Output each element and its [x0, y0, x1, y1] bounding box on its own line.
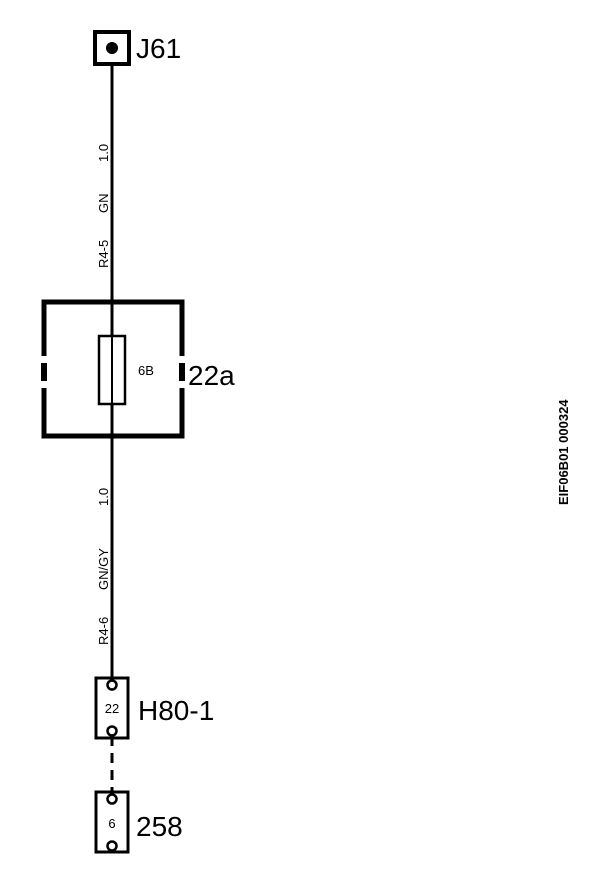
fuse-box-left-dash [41, 363, 47, 381]
connector-258 [94, 790, 130, 854]
upper-wire-size: 1.0 [96, 144, 111, 162]
top-connector-pin [106, 42, 118, 54]
upper-wire-color: GN [96, 194, 111, 214]
connector-h80-1-bottom-pin [106, 725, 118, 737]
connector-258-label: 258 [136, 811, 183, 842]
connector-h80-1-top-pin [106, 679, 118, 691]
upper-wire-circuit: R4-5 [96, 240, 111, 268]
lower-wire-size: 1.0 [96, 488, 111, 506]
lower-wire-circuit: R4-6 [96, 617, 111, 645]
connector-h80-1-label: H80-1 [138, 695, 214, 726]
fuse-rating: 6B [138, 363, 154, 378]
connector-258-top-pin [106, 793, 118, 805]
top-connector [93, 30, 131, 66]
connector-h80-1-pin: 22 [105, 701, 119, 716]
reference-code: EIF06B01 000324 [556, 399, 571, 505]
top-connector-label: J61 [136, 33, 181, 64]
fuse-box-right-dash [179, 363, 185, 381]
fuse-box-upper-frame [41, 299, 185, 356]
lower-wire-color: GN/GY [96, 548, 111, 590]
connector-h80-1 [94, 676, 130, 740]
connector-258-bottom-pin [106, 840, 118, 852]
fuse-box-label: 22a [188, 360, 235, 391]
connector-258-pin: 6 [108, 816, 115, 831]
